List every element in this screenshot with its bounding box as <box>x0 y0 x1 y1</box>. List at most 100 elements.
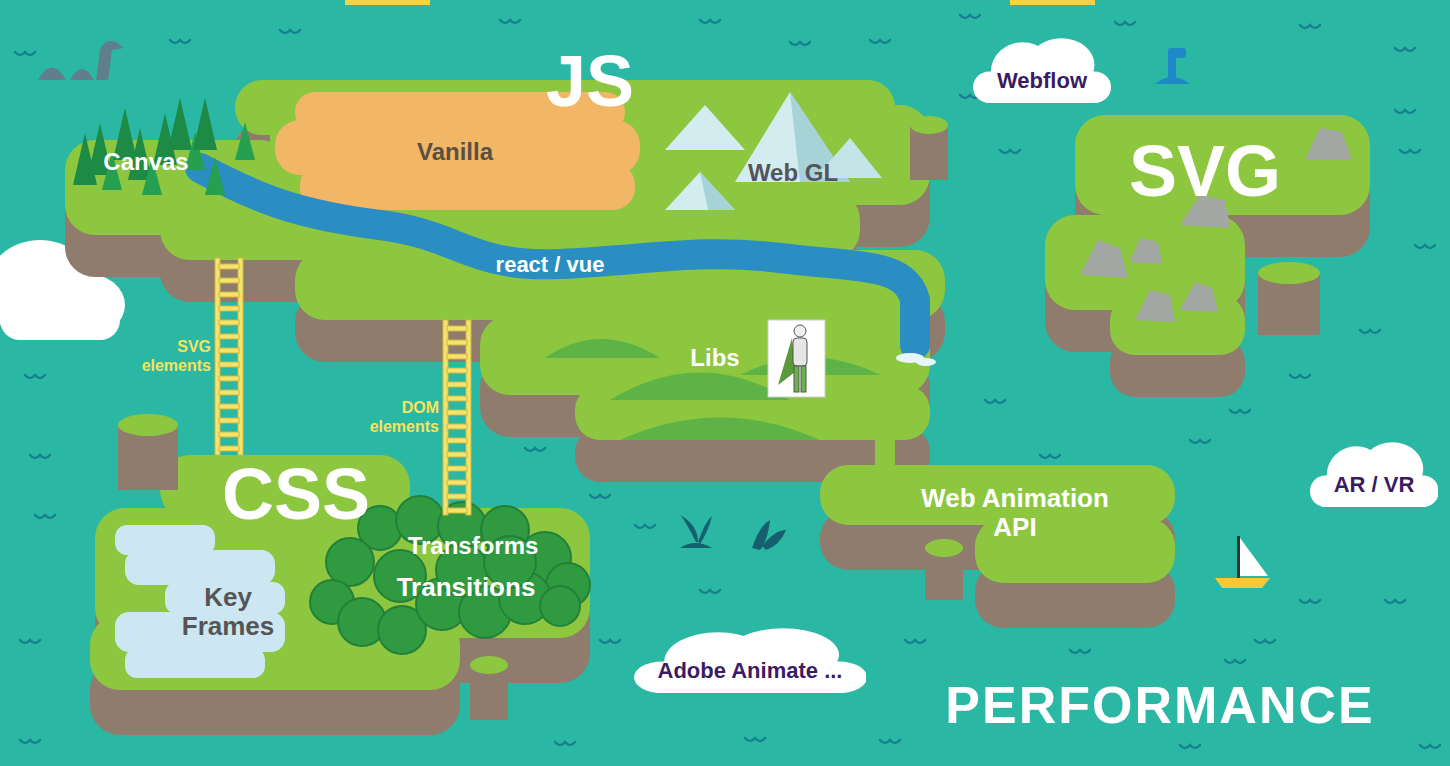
ladder-rung <box>447 326 467 331</box>
webgl-mountains <box>700 172 735 210</box>
ladder-rung <box>219 432 239 437</box>
node-label: Canvas <box>103 149 188 175</box>
sea-waves <box>20 740 40 743</box>
cloud-label: Webflow <box>997 69 1087 93</box>
island-tops <box>65 80 1370 690</box>
sea-waves <box>1415 245 1435 248</box>
libs-hills <box>620 418 820 441</box>
hero-picture <box>768 320 825 397</box>
libs-hills <box>610 373 790 401</box>
sea-waves <box>555 742 575 745</box>
sea-waves <box>1395 48 1415 51</box>
sea-waves <box>1290 375 1310 378</box>
island-tops <box>1110 295 1245 355</box>
ladder-rail <box>443 320 448 515</box>
ladder-label: DOM elements <box>349 399 439 436</box>
node-label: Transforms <box>408 533 539 559</box>
libs-hills: Libs <box>600 325 930 440</box>
ladder-rung <box>219 376 239 381</box>
sea-waves <box>1115 22 1135 25</box>
sailboat <box>1215 578 1270 588</box>
periscope <box>1155 48 1190 84</box>
node-label: Libs <box>690 345 739 371</box>
ladder-rung <box>219 362 239 367</box>
node-label: react / vue <box>496 253 605 277</box>
node-label: Web Animation API <box>908 484 1123 541</box>
sea-waves <box>600 640 620 643</box>
ladder-rung <box>219 320 239 325</box>
ladder-rung <box>447 340 467 345</box>
island-tops <box>1075 115 1370 215</box>
sea-waves <box>1225 660 1245 663</box>
cloud-label: Adobe Animate ... <box>658 659 843 683</box>
sea-plants <box>698 516 712 544</box>
ladder-rail <box>466 320 471 515</box>
sea-plants <box>680 515 698 542</box>
sea-waves <box>1385 600 1405 603</box>
node-label: Vanilla <box>417 139 493 165</box>
sea-waves <box>1400 150 1420 153</box>
sea-monster <box>70 69 94 80</box>
svg-rocks <box>1135 290 1175 322</box>
sea-waves <box>25 375 45 378</box>
river <box>200 168 915 345</box>
sea-waves <box>525 448 545 451</box>
sea-waves <box>1070 650 1090 653</box>
sea-waves <box>870 40 890 43</box>
node-label: JS <box>546 42 634 121</box>
node-label: Key Frames <box>168 583 288 640</box>
js-island: JSCanvasVanillaWeb GLreact / vueLibs <box>60 40 955 480</box>
ladder-label: SVG elements <box>121 338 211 375</box>
webflow-cloud: Webflow <box>973 37 1111 103</box>
svg-island: SVG <box>1045 115 1370 400</box>
sea-waves <box>635 525 655 528</box>
svg-rocks <box>1130 238 1162 264</box>
sea-waves <box>700 590 720 593</box>
sea-waves <box>1395 110 1415 113</box>
ladder-rung <box>447 452 467 457</box>
sea-waves <box>20 640 40 643</box>
ladder-rung <box>219 334 239 339</box>
ladder-rung <box>219 264 239 269</box>
ladder-rung <box>447 410 467 415</box>
sea-waves <box>745 738 765 741</box>
svg-rocks <box>1080 240 1128 278</box>
ladder-rung <box>219 292 239 297</box>
ladder-rail <box>238 258 243 455</box>
sailboat <box>1215 536 1270 588</box>
ladder-rung <box>219 306 239 311</box>
sea-plants <box>680 515 786 550</box>
periscope <box>1155 77 1190 84</box>
ladder-rung <box>219 446 239 451</box>
hero-picture <box>768 320 825 397</box>
ladder-rung <box>447 424 467 429</box>
ladder-rail <box>215 258 220 455</box>
ladder-connector <box>215 258 243 455</box>
sea-waves <box>905 640 925 643</box>
ladder-rung <box>447 480 467 485</box>
ladder-rung <box>447 438 467 443</box>
island-pillars <box>470 656 508 674</box>
island-pillars <box>118 116 1320 720</box>
css-island: CSSKey FramesTransformsTransitions <box>90 455 590 735</box>
ladder-rung <box>219 278 239 283</box>
sea-waves <box>590 495 610 498</box>
ladder-rung <box>219 348 239 353</box>
canvas-forest <box>235 122 255 160</box>
ladder-rung <box>447 494 467 499</box>
webgl-mountains <box>665 172 735 210</box>
ladder-rung <box>447 382 467 387</box>
sea-waves <box>1420 745 1440 748</box>
sea-plants <box>680 543 712 548</box>
ladder-connector <box>443 320 471 515</box>
river <box>200 168 936 366</box>
sea-waves <box>1360 330 1380 333</box>
web-animation-island: Web Animation API <box>820 465 1175 630</box>
hero-picture <box>794 366 799 392</box>
node-sublabel: Transitions <box>397 573 536 602</box>
sea-monster <box>38 68 66 81</box>
island-pillars <box>118 414 178 436</box>
vanilla-sand <box>300 163 635 210</box>
sea-waves <box>170 40 190 43</box>
sea-waves <box>1190 440 1210 443</box>
